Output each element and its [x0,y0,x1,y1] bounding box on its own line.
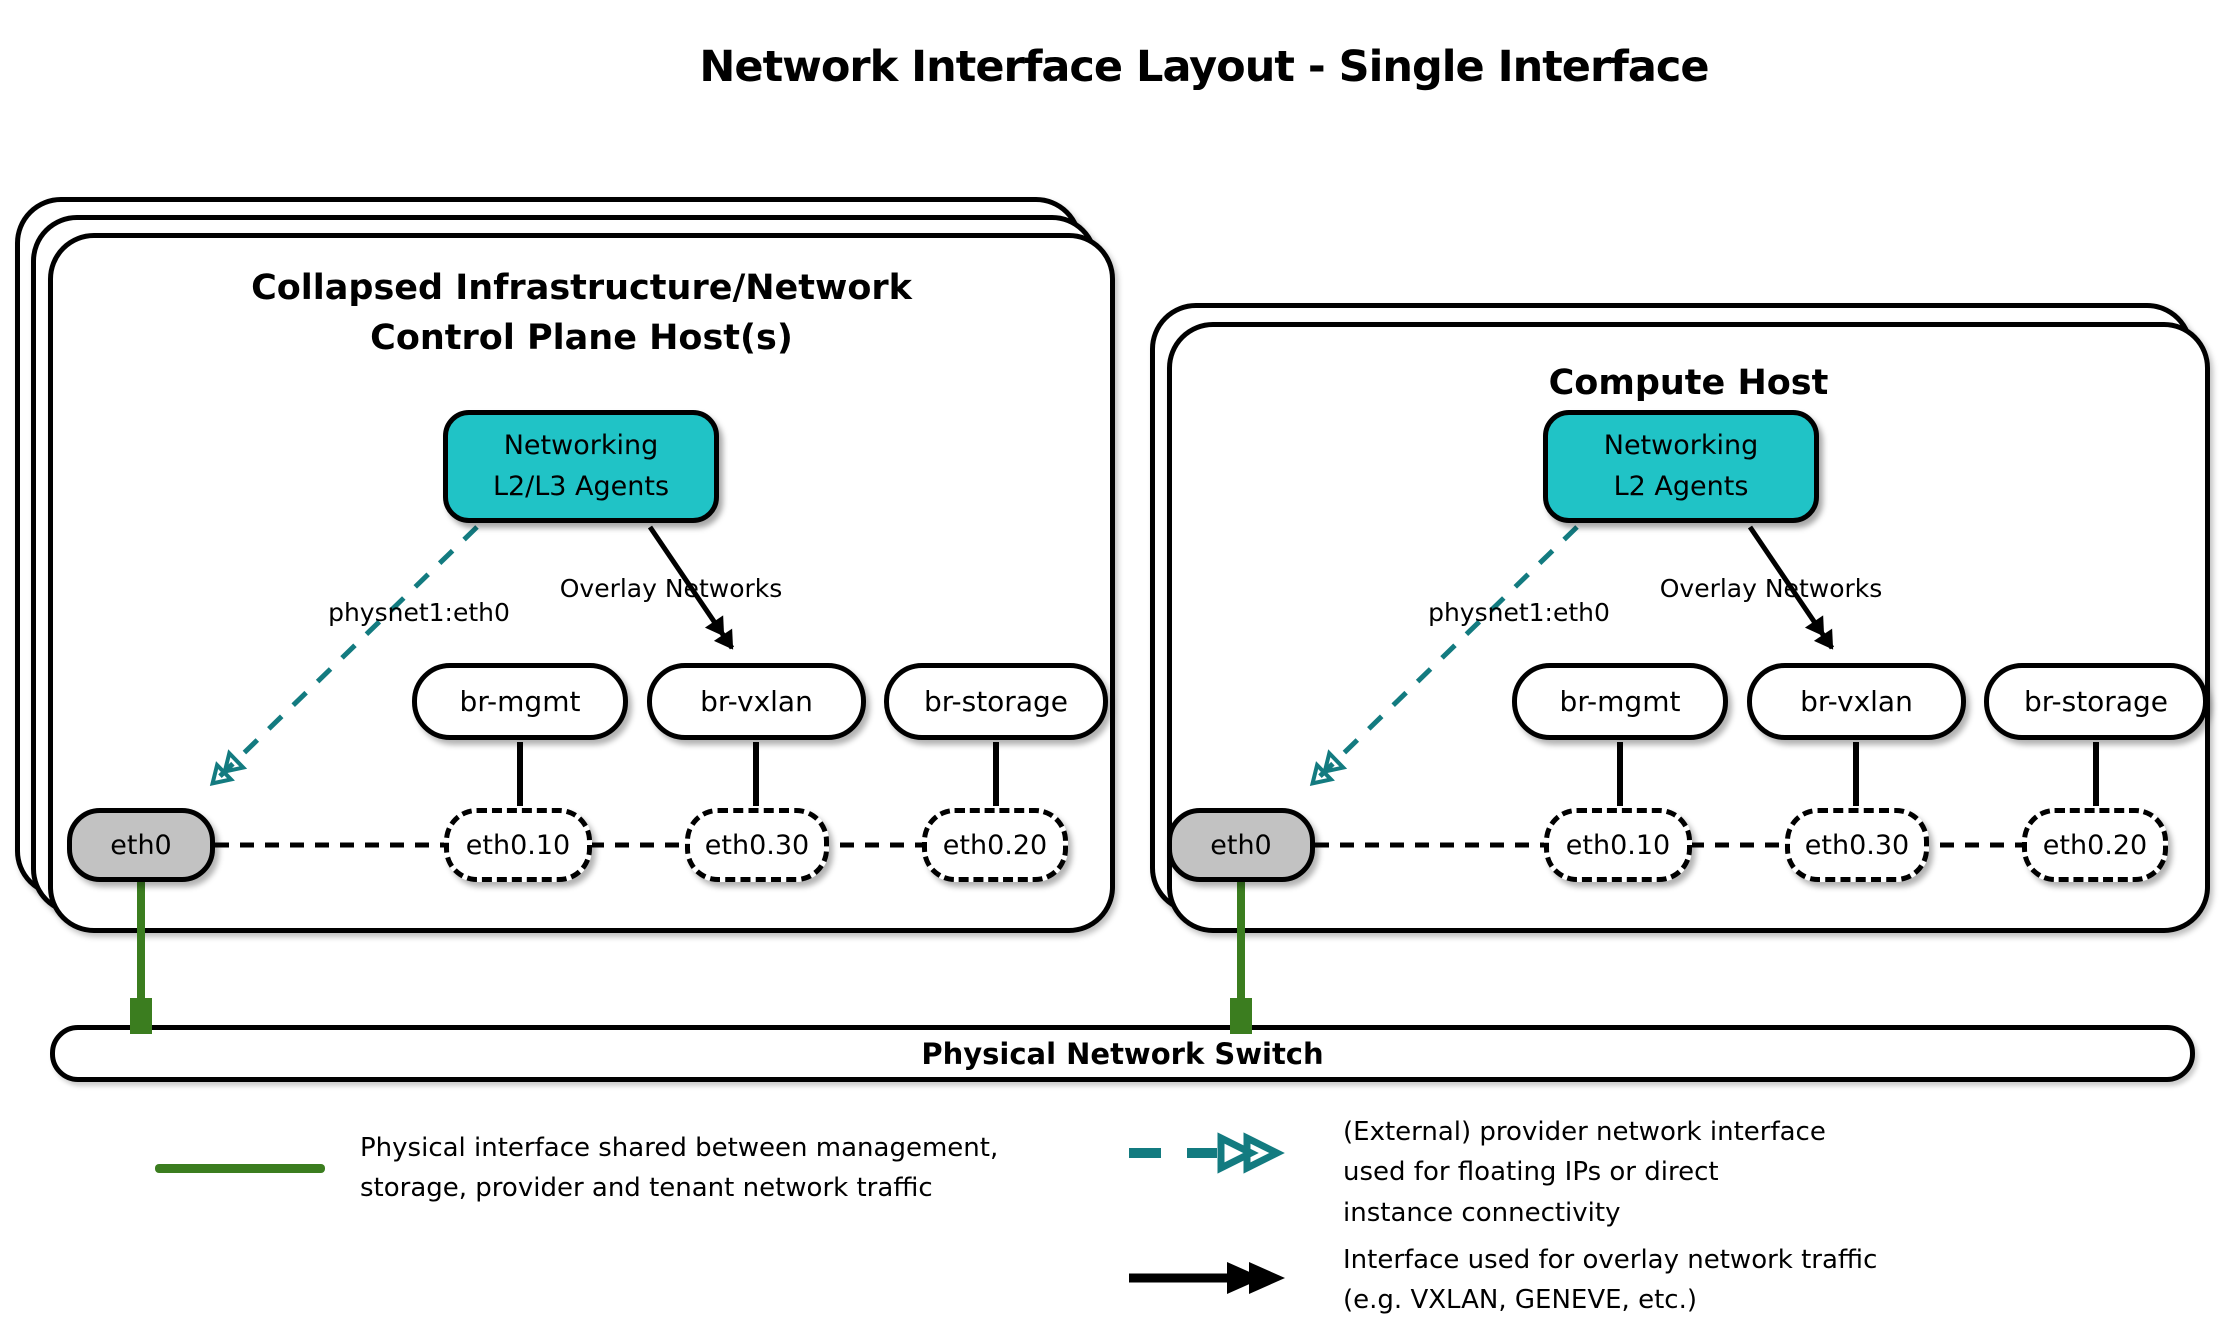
bridge-br-vxlan-left: br-vxlan [647,663,866,740]
page-title: Network Interface Layout - Single Interf… [699,42,1709,92]
bridge-br-mgmt-right: br-mgmt [1512,663,1728,740]
bridge-br-vxlan-right: br-vxlan [1747,663,1966,740]
bridge-br-storage-right: br-storage [1984,663,2208,740]
eth0-left: eth0 [67,808,215,882]
agent-right-line1: Networking [1603,430,1759,461]
legend-overlay-line2: (e.g. VXLAN, GENEVE, etc.) [1343,1285,1697,1316]
control-plane-host-title-line1: Collapsed Infrastructure/Network [251,268,912,308]
bridge-br-storage-left: br-storage [884,663,1108,740]
overlay-arrow-label-right: Overlay Networks [1659,574,1883,603]
legend-provider-line3: instance connectivity [1343,1197,1621,1228]
agent-box-right: Networking L2 Agents [1543,410,1819,523]
legend-green-line-icon [155,1164,325,1173]
legend-overlay-text: Interface used for overlay network traff… [1343,1240,1903,1321]
compute-host-title-line1: Compute Host [1548,363,1829,403]
physical-network-switch: Physical Network Switch [50,1025,2195,1082]
control-plane-host-title: Collapsed Infrastructure/Network Control… [53,264,1110,363]
provider-arrow-label-left: physnet1:eth0 [328,598,510,627]
agent-right-line2: L2 Agents [1613,470,1749,502]
physical-network-switch-label: Physical Network Switch [921,1036,1324,1071]
eth0-30-right: eth0.30 [1785,808,1929,882]
eth0-10-left: eth0.10 [444,808,592,882]
legend-overlay-line1: Interface used for overlay network traff… [1343,1245,1878,1275]
legend-provider-arrow-icon [1129,1132,1285,1174]
legend-provider-line2: used for floating IPs or direct [1343,1157,1719,1188]
eth0-20-right: eth0.20 [2022,808,2168,882]
eth0-right: eth0 [1167,808,1315,882]
compute-host-title: Compute Host [1172,359,2205,409]
agent-left-line1: Networking [503,430,659,461]
eth0-30-left: eth0.30 [685,808,829,882]
overlay-arrow-label-left: Overlay Networks [559,574,783,603]
legend-overlay-arrow-icon [1129,1262,1285,1294]
legend-provider-line1: (External) provider network interface [1343,1117,1826,1147]
legend-physical-line2: storage, provider and tenant network tra… [360,1173,933,1204]
eth0-20-left: eth0.20 [922,808,1068,882]
bridge-br-mgmt-left: br-mgmt [412,663,628,740]
agent-left-line2: L2/L3 Agents [492,470,670,502]
agent-box-left: Networking L2/L3 Agents [443,410,719,523]
eth0-10-right: eth0.10 [1544,808,1692,882]
legend-physical-line1: Physical interface shared between manage… [360,1133,999,1163]
control-plane-host-title-line2: Control Plane Host(s) [370,317,793,358]
legend-provider-text: (External) provider network interface us… [1343,1112,1903,1233]
provider-arrow-label-right: physnet1:eth0 [1428,598,1610,627]
legend-physical-interface-text: Physical interface shared between manage… [360,1128,1000,1209]
